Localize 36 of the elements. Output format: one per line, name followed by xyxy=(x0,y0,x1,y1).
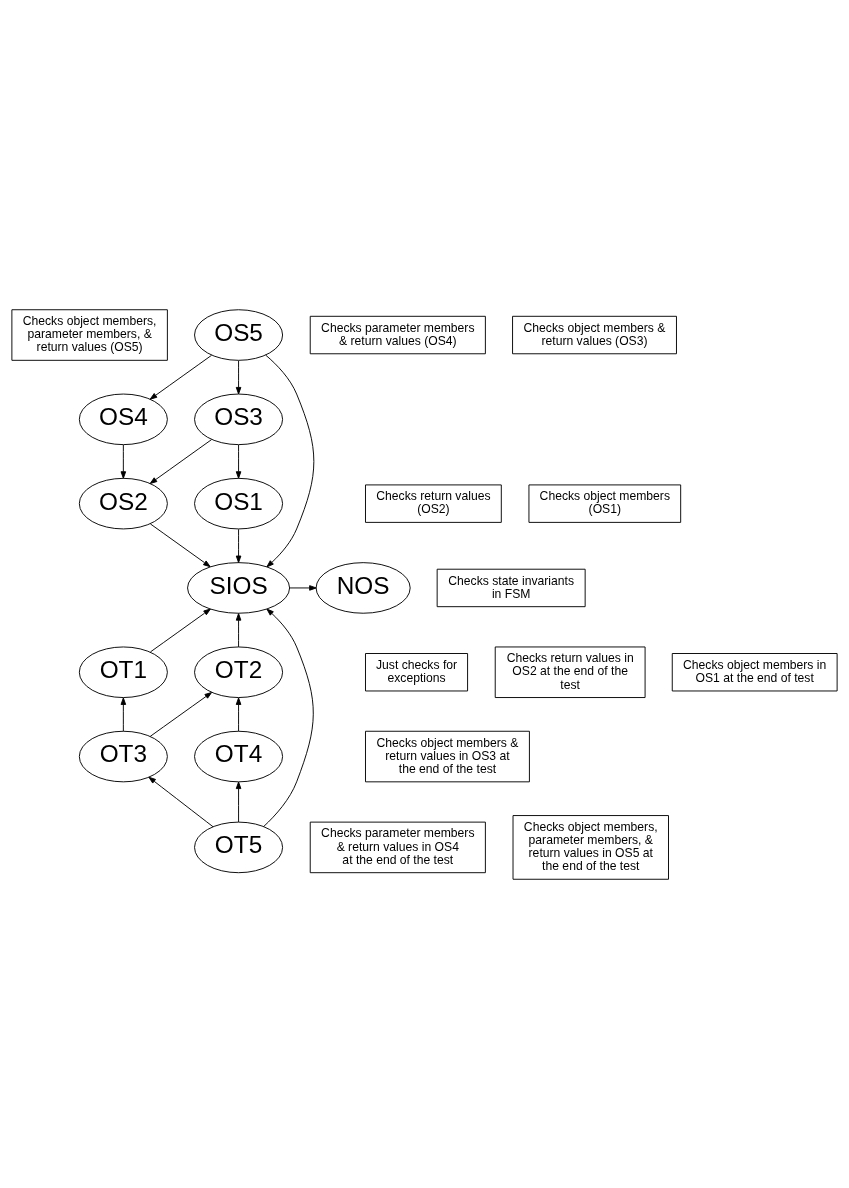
arrow xyxy=(150,608,211,652)
arrow xyxy=(149,522,211,567)
arrow xyxy=(235,528,242,563)
arrow xyxy=(235,781,242,822)
node-box: Checks object members (OS1) xyxy=(528,483,682,523)
node-box: Checks object members & return values (OS3) xyxy=(512,315,677,354)
node-box: Checks parameter members & return values (OS4) xyxy=(309,315,486,354)
arrow xyxy=(148,776,214,827)
node-ellipse: OT5 xyxy=(194,821,284,873)
arrow xyxy=(263,608,314,827)
arrow xyxy=(235,444,242,479)
node-box: Checks return values (OS2) xyxy=(365,483,502,523)
arrow xyxy=(288,584,317,591)
arrow xyxy=(149,691,212,737)
node-box: Just checks for exceptions xyxy=(365,652,469,691)
node-ellipse: OT1 xyxy=(78,646,168,698)
node-ellipse: NOS xyxy=(315,561,411,614)
node-box: Checks object members & return values in OS3 at the end of the test xyxy=(365,730,530,782)
arrow xyxy=(235,696,242,732)
node-box: Checks state invariants in FSM xyxy=(436,568,586,607)
arrow xyxy=(265,354,315,567)
node-box: Checks parameter members & return values in OS4 at the end of the test xyxy=(309,821,486,873)
arrow xyxy=(120,696,127,732)
node-box: Checks object members in OS1 at the end of test xyxy=(671,652,838,691)
node-box: Checks object members, parameter members, & return values in OS5 at the end of the test xyxy=(512,814,669,880)
node-ellipse: OS5 xyxy=(194,308,284,361)
node-box: Checks object members, parameter members, & return values (OS5) xyxy=(11,308,168,361)
node-box: Checks return values in OS2 at the end of the test xyxy=(494,646,646,698)
arrow xyxy=(149,354,212,400)
node-ellipse: OT4 xyxy=(194,730,284,782)
arrow xyxy=(235,359,242,394)
arrow xyxy=(235,612,242,647)
node-ellipse: OS1 xyxy=(194,477,284,529)
arrow xyxy=(149,438,212,484)
node-ellipse: OS3 xyxy=(194,393,284,445)
arrow xyxy=(120,444,127,479)
